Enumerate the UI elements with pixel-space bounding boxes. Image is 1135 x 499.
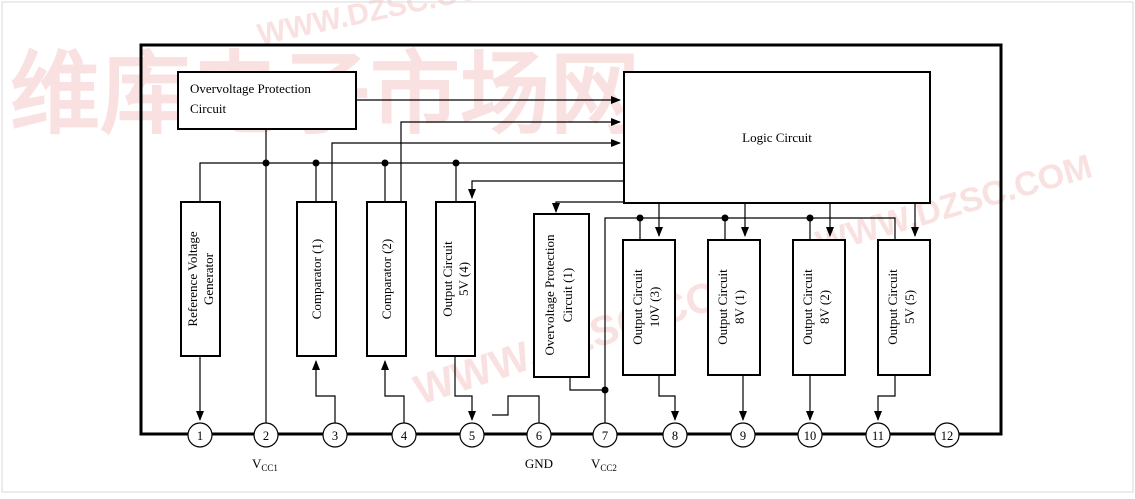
pin-2-number: 2 — [263, 429, 269, 443]
pin-10-number: 10 — [804, 429, 817, 443]
overvoltage-protection-block: Overvoltage Protection Circuit — [177, 71, 357, 130]
vcc1-label: VCC1 — [252, 456, 278, 473]
pin-5-number: 5 — [469, 429, 475, 443]
output-5v4-line2: 5V (4) — [456, 262, 471, 296]
output-8v1-line1: Output Circuit — [715, 269, 730, 345]
output-circuit-5v4-block: Output Circuit 5V (4) — [435, 201, 476, 357]
vcc1-main: V — [252, 456, 262, 471]
pin-12-number: 12 — [941, 429, 954, 443]
pin-row: 1 2 3 4 5 6 7 8 9 10 11 12 — [187, 422, 960, 448]
pin-6: 6 — [526, 422, 552, 448]
output-circuit-8v2-block: Output Circuit 8V (2) — [792, 239, 846, 376]
output-10v3-line2: 10V (3) — [647, 287, 662, 328]
comparator-2-block: Comparator (2) — [366, 201, 407, 357]
output-5v5-line2: 5V (5) — [902, 290, 917, 324]
output-circuit-5v5-block: Output Circuit 5V (5) — [877, 239, 931, 376]
comparator-1-label: Comparator (1) — [309, 239, 324, 320]
ref-voltage-line1: Reference Voltage — [185, 231, 200, 326]
output-8v2-line1: Output Circuit — [800, 269, 815, 345]
output-8v2-line2: 8V (2) — [817, 290, 832, 324]
pin-3: 3 — [322, 422, 348, 448]
reference-voltage-block: Reference Voltage Generator — [180, 201, 221, 357]
pin-4-number: 4 — [401, 429, 408, 443]
output-5v5-line1: Output Circuit — [885, 269, 900, 345]
pin-6-number: 6 — [536, 429, 542, 443]
pin-4: 4 — [391, 422, 417, 448]
gnd-label: GND — [525, 456, 553, 471]
wiring — [196, 96, 919, 423]
pin-1-number: 1 — [197, 429, 203, 443]
junction-dots — [262, 159, 814, 394]
pin-5: 5 — [459, 422, 485, 448]
vcc1-sub: CC1 — [261, 463, 278, 473]
pin-10: 10 — [797, 422, 823, 448]
comparator-2-label: Comparator (2) — [379, 239, 394, 320]
output-circuit-8v1-block: Output Circuit 8V (1) — [707, 239, 761, 376]
logic-circuit-label: Logic Circuit — [742, 130, 812, 145]
overvoltage-protection-1-block: Overvoltage Protection Circuit (1) — [533, 213, 590, 378]
pin-1: 1 — [187, 422, 213, 448]
comparator-1-block: Comparator (1) — [296, 201, 337, 357]
ovp1-line2: Circuit (1) — [560, 268, 575, 323]
pin-7: 7 — [592, 422, 618, 448]
output-circuit-10v3-block: Output Circuit 10V (3) — [622, 239, 676, 376]
output-8v1-line2: 8V (1) — [732, 290, 747, 324]
ic-outline — [139, 43, 1003, 436]
ovp1-line1: Overvoltage Protection — [542, 234, 557, 355]
pin-8-number: 8 — [672, 429, 678, 443]
ovp-label-line2: Circuit — [190, 101, 226, 116]
output-5v4-line1: Output Circuit — [440, 241, 455, 317]
vcc2-label: VCC2 — [591, 456, 617, 473]
ovp-label-line1: Overvoltage Protection — [190, 81, 311, 96]
logic-circuit-block: Logic Circuit — [623, 71, 931, 204]
output-10v3-line1: Output Circuit — [630, 269, 645, 345]
pin-11-number: 11 — [872, 429, 884, 443]
ref-voltage-line2: Generator — [201, 252, 216, 305]
pin-function-labels: VCC1 GND VCC2 — [252, 456, 617, 473]
vcc2-main: V — [591, 456, 601, 471]
pin-2: 2 — [253, 422, 279, 448]
pin-8: 8 — [662, 422, 688, 448]
pin-12: 12 — [934, 422, 960, 448]
pin-9-number: 9 — [740, 429, 746, 443]
vcc2-sub: CC2 — [600, 463, 617, 473]
pin-7-number: 7 — [602, 429, 608, 443]
pin-3-number: 3 — [332, 429, 338, 443]
pin-9: 9 — [730, 422, 756, 448]
pin-11: 11 — [865, 422, 891, 448]
